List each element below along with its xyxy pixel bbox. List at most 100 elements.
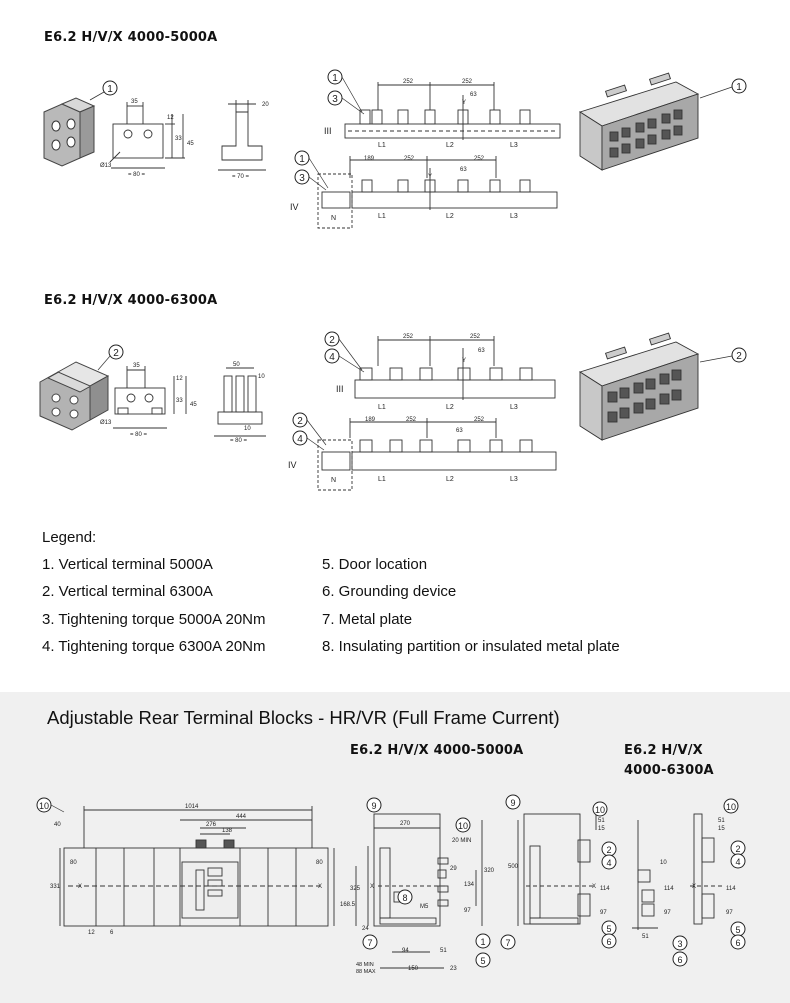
side-view-2: [517, 813, 597, 926]
svg-text:III: III: [336, 384, 344, 394]
svg-text:20 MIN: 20 MIN: [452, 838, 471, 844]
svg-text:L3: L3: [510, 213, 518, 220]
svg-text:51: 51: [598, 818, 605, 824]
callout-2: 2: [731, 347, 747, 363]
callout-3: 3: [294, 169, 310, 185]
svg-text:12: 12: [88, 930, 95, 936]
svg-text:63: 63: [456, 428, 463, 434]
section3-drawings: 1014 444 276 138 40 80 80 331 12 6 X X 1…: [36, 794, 746, 975]
callout-7: 7: [362, 934, 378, 950]
svg-text:189: 189: [365, 417, 376, 423]
svg-text:94: 94: [402, 948, 409, 954]
svg-text:Ø13: Ø13: [100, 420, 112, 426]
svg-text:252: 252: [470, 334, 481, 340]
svg-text:4: 4: [735, 857, 740, 867]
svg-text:48 MIN: 48 MIN: [356, 962, 374, 968]
side-view-6300: [632, 813, 724, 930]
svg-text:L3: L3: [510, 404, 518, 411]
busbar-row-III-5000: [344, 82, 561, 140]
svg-text:252: 252: [474, 417, 485, 423]
callout-2: 2: [730, 840, 746, 856]
svg-text:6: 6: [735, 938, 740, 948]
terminal-iso-5000: [43, 91, 105, 167]
callout-6: 6: [730, 934, 746, 950]
svg-text:276: 276: [206, 822, 217, 828]
svg-text:9: 9: [510, 798, 515, 808]
section1-drawings: 1 35 12 33 45 Ø13 = 80 = 20 = 70 =: [43, 69, 747, 229]
svg-text:M5: M5: [420, 904, 429, 910]
svg-text:45: 45: [187, 141, 194, 147]
section3-title: Adjustable Rear Terminal Blocks - HR/VR …: [47, 707, 560, 728]
svg-text:80: 80: [316, 860, 323, 866]
callout-2: 2: [292, 412, 308, 428]
callout-1: 1: [475, 933, 491, 949]
svg-text:4: 4: [297, 434, 303, 445]
svg-text:23: 23: [450, 966, 457, 972]
svg-text:97: 97: [464, 908, 471, 914]
busbar-row-III-6300: [354, 336, 556, 400]
svg-text:33: 33: [175, 136, 182, 142]
legend-item-8: 8. Insulating partition or insulated met…: [322, 638, 620, 655]
svg-text:L2: L2: [446, 142, 454, 149]
callout-8: 8: [397, 889, 413, 905]
callout-4: 4: [730, 853, 746, 869]
svg-text:3: 3: [677, 939, 682, 949]
svg-text:114: 114: [726, 886, 736, 892]
section-title-6300: E6.2 H/V/X 4000-6300A: [44, 293, 218, 308]
callout-10: 10: [723, 798, 739, 814]
terminal-side-view-6300: [214, 367, 266, 437]
svg-text:150: 150: [408, 966, 419, 972]
subtitle-6300-line1: E6.2 H/V/X: [624, 743, 703, 758]
svg-text:IV: IV: [288, 460, 297, 470]
svg-text:L3: L3: [510, 476, 518, 483]
svg-text:N: N: [331, 477, 336, 484]
callout-3: 3: [672, 935, 688, 951]
svg-text:2: 2: [735, 844, 740, 854]
svg-text:L1: L1: [378, 476, 386, 483]
svg-text:2: 2: [606, 845, 611, 855]
svg-text:10: 10: [726, 802, 736, 812]
subtitle-6300-line2: 4000-6300A: [624, 763, 714, 778]
svg-text:= 80 =: = 80 =: [128, 172, 146, 178]
svg-text:N: N: [331, 215, 336, 222]
svg-text:20: 20: [262, 102, 269, 108]
callout-7: 7: [500, 934, 516, 950]
svg-text:2: 2: [113, 348, 119, 359]
svg-text:88 MAX: 88 MAX: [356, 969, 376, 975]
svg-text:114: 114: [600, 886, 610, 892]
legend-item-4: 4. Tightening torque 6300A 20Nm: [42, 638, 266, 655]
svg-text:5: 5: [480, 956, 485, 966]
svg-text:L1: L1: [378, 404, 386, 411]
svg-text:15: 15: [718, 826, 725, 832]
callout-2: 2: [324, 331, 340, 347]
svg-text:= 70 =: = 70 =: [232, 174, 250, 180]
svg-text:1: 1: [107, 84, 113, 95]
callout-5: 5: [601, 920, 617, 936]
svg-text:138: 138: [222, 828, 233, 834]
svg-text:50: 50: [233, 362, 240, 368]
callout-3: 3: [327, 90, 343, 106]
svg-text:= 80 =: = 80 =: [130, 432, 148, 438]
callout-1: 1: [102, 80, 118, 96]
legend-item-5: 5. Door location: [322, 556, 428, 573]
callout-2: 2: [108, 344, 124, 360]
svg-text:10: 10: [595, 805, 605, 815]
svg-text:12: 12: [176, 376, 183, 382]
svg-text:L2: L2: [446, 213, 454, 220]
svg-text:12: 12: [167, 115, 174, 121]
svg-text:X: X: [370, 884, 374, 890]
legend-item-3: 3. Tightening torque 5000A 20Nm: [42, 611, 266, 628]
svg-text:134: 134: [464, 882, 475, 888]
svg-text:35: 35: [131, 99, 138, 105]
side-view-1: [355, 813, 483, 969]
callout-10: 10: [36, 797, 52, 813]
svg-text:63: 63: [470, 92, 477, 98]
section-title-5000: E6.2 H/V/X 4000-5000A: [44, 30, 218, 45]
svg-text:4: 4: [329, 352, 335, 363]
svg-text:35: 35: [133, 363, 140, 369]
svg-text:Y: Y: [462, 100, 466, 106]
legend-item-6: 6. Grounding device: [322, 583, 457, 600]
callout-1: 1: [294, 150, 310, 166]
svg-text:2: 2: [329, 335, 335, 346]
svg-text:45: 45: [190, 402, 197, 408]
